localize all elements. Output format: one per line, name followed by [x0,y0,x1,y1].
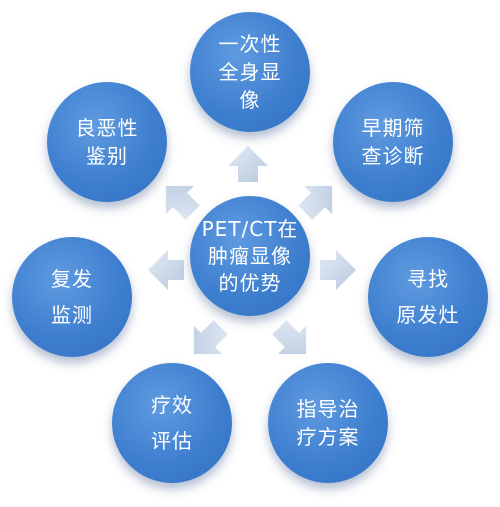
center-line-3: 的优势 [218,270,282,295]
node-recurrence: 复发 监测 [12,237,132,357]
arrow-right [320,250,356,290]
node-efficacy: 疗效 评估 [112,363,232,483]
node-line: 疗效 [151,393,193,417]
node-line: 复发 [51,267,93,291]
node-line: 指导治 [296,397,360,421]
node-early-screening: 早期筛 查诊断 [333,82,453,202]
node-line: 评估 [151,429,193,453]
center-line-2: 肿瘤显像 [208,243,292,268]
node-whole-body: 一次性 全身显 像 [190,12,310,132]
node-line: 疗方案 [296,425,360,449]
arrow-up-left [165,185,200,220]
arrow-up-right [298,185,333,220]
arrow-up [228,146,268,182]
node-line: 查诊断 [361,144,425,168]
node-line: 像 [239,88,261,112]
node-benign-malignant: 良恶性 鉴别 [47,82,167,202]
node-line: 原发灶 [396,303,460,327]
node-line: 良恶性 [75,116,139,140]
center-line-1: PET/CT在 [201,216,299,241]
arrow-down-right [272,320,307,355]
node-line: 监测 [51,303,93,327]
node-line: 全身显 [218,60,282,84]
arrow-left [148,250,184,290]
node-guide-treatment: 指导治 疗方案 [268,363,388,483]
center-circle: PET/CT在 肿瘤显像 的优势 [190,196,310,316]
node-line: 一次性 [218,32,282,56]
node-line: 早期筛 [361,116,425,140]
arrow-down-left [193,320,228,355]
node-line: 寻找 [407,267,449,291]
node-find-primary: 寻找 原发灶 [368,237,488,357]
node-line: 鉴别 [86,144,128,168]
